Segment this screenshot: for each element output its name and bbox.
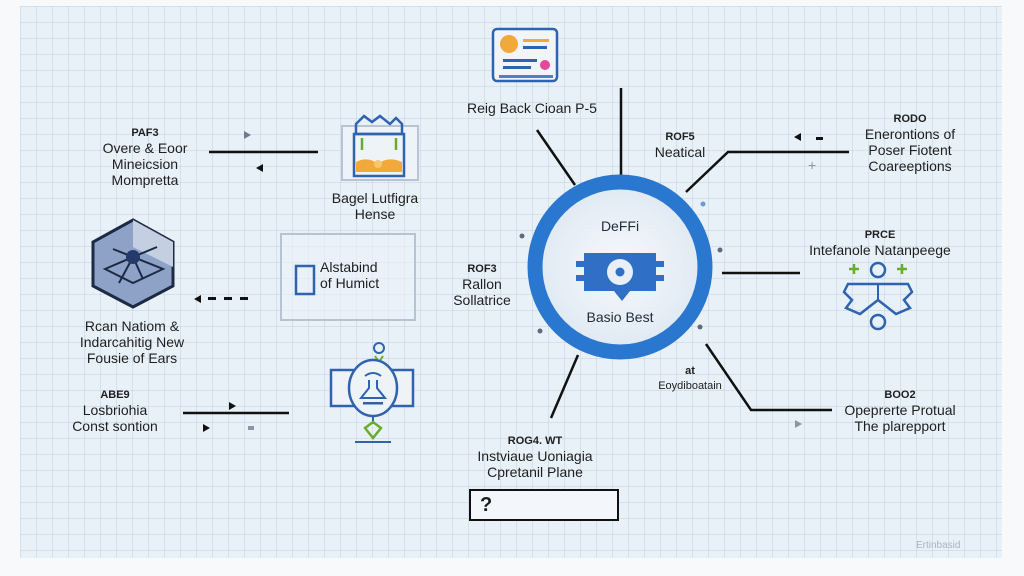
label-line: Intefanole Natanpeege bbox=[809, 242, 951, 258]
document-icon[interactable] bbox=[489, 25, 561, 87]
arrow-left-icon bbox=[794, 133, 801, 141]
chip-icon bbox=[576, 253, 664, 301]
flask-valve-icon[interactable] bbox=[327, 340, 417, 448]
node-code: ROF3 bbox=[467, 263, 497, 275]
dot-marker bbox=[700, 201, 706, 207]
frame-icon bbox=[294, 264, 316, 296]
connector-top-right bbox=[685, 150, 849, 193]
node-left-mid-label: Rcan Natiom & Indarcahitig New Fousie of… bbox=[62, 318, 202, 366]
hub-subtitle: Basio Best bbox=[586, 309, 654, 325]
node-bottom-left-label: ABE9 Losbriohia Const sontion bbox=[55, 388, 175, 434]
label-line: Enerontions of bbox=[864, 126, 956, 142]
label-line: Rcan Natiom & bbox=[84, 318, 180, 334]
node-bottom-label: ROG4. WT Instviaue Uoniagia Cpretanil Pl… bbox=[460, 434, 610, 480]
hexagon-network-icon[interactable] bbox=[89, 217, 177, 309]
label-line: Neatical bbox=[654, 144, 706, 160]
label-line: Instviaue Uoniagia bbox=[477, 448, 593, 464]
plus-marker: + bbox=[808, 157, 816, 173]
connector-bottom-right bbox=[704, 343, 832, 412]
arrow-left-icon bbox=[194, 295, 201, 303]
node-bottom-right-inner-label: at Eoydiboatain bbox=[640, 364, 740, 394]
dot-marker bbox=[519, 233, 525, 239]
label-line: Mineicsion bbox=[111, 156, 179, 172]
label-line: Indarcahitig New bbox=[79, 334, 185, 350]
dot-marker bbox=[537, 328, 543, 334]
label-line: Opeprerte Protual bbox=[844, 402, 956, 418]
label-line: Losbriohia bbox=[82, 402, 148, 418]
people-network-icon[interactable] bbox=[840, 260, 916, 336]
node-code: BOO2 bbox=[884, 389, 916, 401]
node-code: ROG4. WT bbox=[507, 435, 563, 447]
note-box[interactable]: Alstabind of Humict bbox=[280, 233, 416, 321]
node-right-label: PRCE Intefanole Natanpeege bbox=[800, 228, 960, 258]
node-code: ROF5 bbox=[665, 131, 695, 143]
node-code: PAF3 bbox=[131, 127, 159, 139]
dash-segment bbox=[208, 297, 216, 300]
node-ui-window-label: Bagel Lutfigra Hense bbox=[320, 190, 430, 222]
connector-top-left bbox=[535, 129, 577, 186]
node-code: PRCE bbox=[864, 229, 896, 241]
node-top-right-label: RODO Enerontions of Poser Fiotent Coaree… bbox=[850, 112, 970, 174]
dash-segment bbox=[248, 426, 254, 430]
node-top-label: Reig Back Cioan P-5 bbox=[467, 100, 597, 116]
label-line: Fousie of Ears bbox=[86, 350, 178, 366]
label-line: Cpretanil Plane bbox=[487, 464, 583, 480]
node-top-left-label: PAF3 Overe & Eoor Mineicsion Mompretta bbox=[80, 126, 210, 188]
watermark: Ertinbasid bbox=[916, 540, 961, 551]
label-line: Poser Fiotent bbox=[868, 142, 952, 158]
node-code: ABE9 bbox=[100, 389, 130, 401]
dash-segment bbox=[240, 297, 248, 300]
label-line: Overe & Eoor bbox=[102, 140, 188, 156]
arrow-right-icon bbox=[229, 402, 236, 410]
label-line: The plarepport bbox=[854, 418, 946, 434]
dot-marker bbox=[717, 247, 723, 253]
note-text: Alstabind of Humict bbox=[320, 259, 390, 291]
diagram-canvas bbox=[20, 6, 1002, 558]
label-line: Rallon bbox=[462, 276, 502, 292]
connector-bottom bbox=[549, 354, 580, 419]
label-line: of Humict bbox=[320, 275, 380, 291]
label-line: Sollatrice bbox=[453, 292, 511, 308]
hub-ring[interactable] bbox=[520, 172, 720, 362]
label-line: Mompretta bbox=[111, 172, 179, 188]
ui-window-icon[interactable] bbox=[340, 114, 420, 182]
node-bottom-right-label: BOO2 Opeprerte Protual The plarepport bbox=[830, 388, 970, 434]
hub-title: DeFFi bbox=[600, 218, 640, 234]
node-code: RODO bbox=[893, 113, 927, 125]
label-line: Hense bbox=[354, 206, 396, 222]
arrow-right-icon bbox=[795, 420, 802, 428]
dash-segment bbox=[816, 137, 823, 140]
arrow-right-icon bbox=[203, 424, 210, 432]
node-top-right-inner-label: ROF5 Neatical bbox=[640, 130, 720, 160]
label-line: Const sontion bbox=[72, 418, 158, 434]
label-line: Coareeptions bbox=[868, 158, 952, 174]
node-inner-left-label: ROF3 Rallon Sollatrice bbox=[442, 262, 522, 308]
node-code: at bbox=[685, 365, 695, 377]
label-line: Eoydiboatain bbox=[658, 380, 722, 392]
arrow-right-icon bbox=[244, 131, 251, 139]
label-line: Alstabind bbox=[320, 259, 378, 275]
dot-marker bbox=[697, 324, 703, 330]
dash-segment bbox=[224, 297, 232, 300]
label-line: Bagel Lutfigra bbox=[331, 190, 419, 206]
arrow-left-icon bbox=[256, 164, 263, 172]
answer-input-box[interactable]: ? bbox=[469, 489, 619, 521]
